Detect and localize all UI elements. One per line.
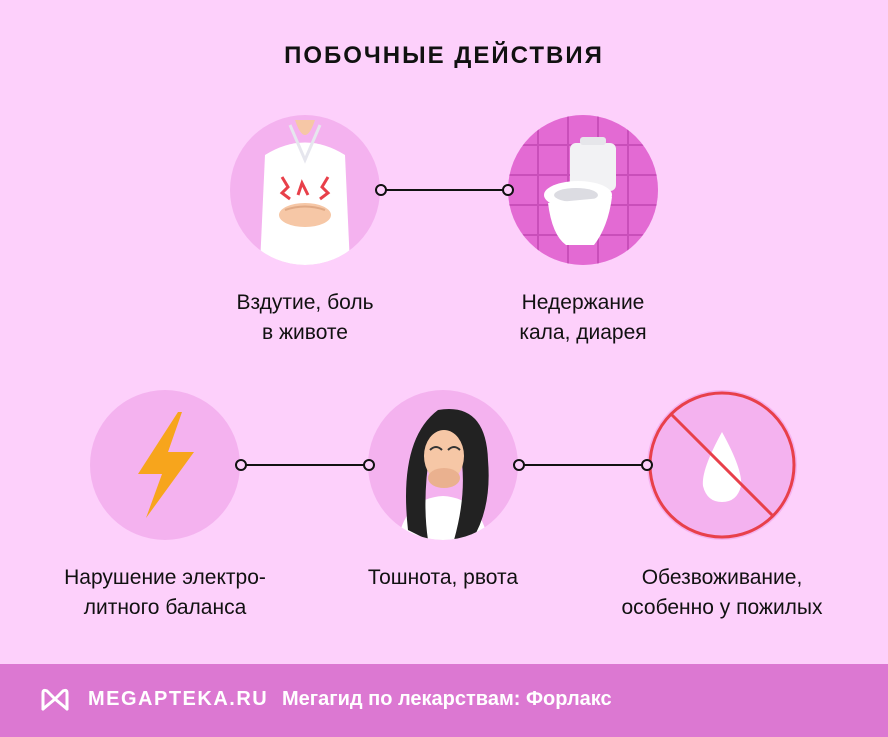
megapteka-logo-icon (41, 688, 69, 711)
connector-dot (375, 184, 387, 196)
lightning-icon (90, 390, 240, 540)
connector-line (240, 464, 369, 466)
brand-name[interactable]: MEGAPTEKA.RU (88, 688, 269, 710)
connector-line (518, 464, 647, 466)
page-title: ПОБОЧНЫЕ ДЕЙСТВИЯ (284, 42, 604, 69)
connector-dot (502, 184, 514, 196)
item-label-diarrhea: Недержание кала, диарея (519, 291, 647, 344)
nausea-icon (368, 390, 518, 540)
footer-tagline: Мегагид по лекарствам: Форлакс (282, 688, 612, 710)
item-label-electrolyte: Нарушение электро- литного баланса (64, 566, 266, 619)
connector-dot (363, 459, 375, 471)
connector-dot (641, 459, 653, 471)
connector-dot (513, 459, 525, 471)
no-water-drop-icon (647, 390, 797, 540)
item-label-bloating: Вздутие, боль в животе (236, 291, 374, 344)
stomach-pain-icon (230, 115, 380, 265)
item-label-nausea: Тошнота, рвота (367, 566, 519, 589)
toilet-icon (508, 115, 658, 265)
connector-line (380, 189, 508, 191)
footer-bar: MEGAPTEKA.RU Мегагид по лекарствам: Форл… (0, 664, 888, 737)
item-label-dehydration: Обезвоживание, особенно у пожилых (621, 566, 823, 619)
connector-dot (235, 459, 247, 471)
